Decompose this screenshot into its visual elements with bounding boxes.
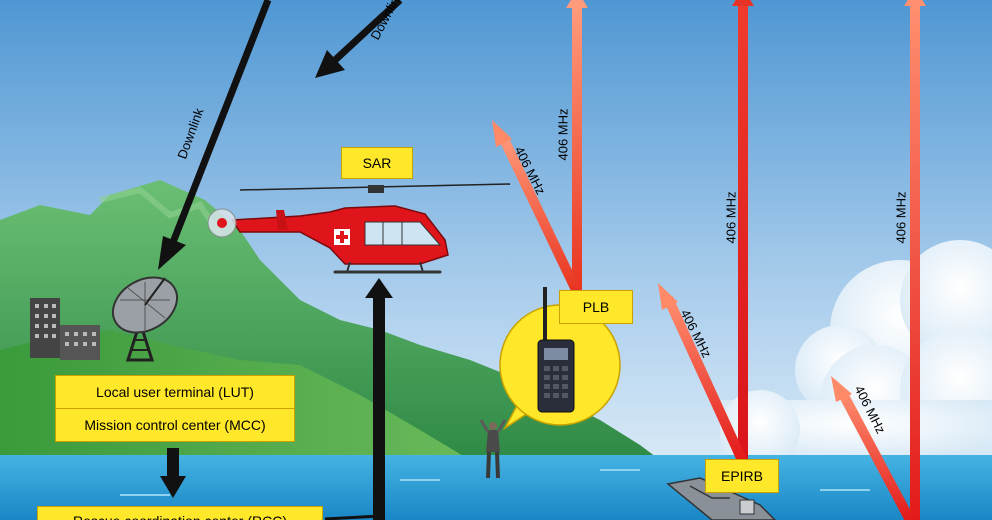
mcc-label: Mission control center (MCC)	[55, 408, 295, 442]
right-vertical-label: 406 MHz	[893, 191, 909, 244]
rcc-to-sar-arrow	[324, 278, 393, 520]
lut-label: Local user terminal (LUT)	[55, 375, 295, 409]
radio-beacon-icon	[537, 287, 575, 413]
rcc-label: Rescue coordination center (RCC)	[37, 506, 323, 520]
helicopter-icon	[207, 183, 511, 274]
plb-diagonal-signal	[492, 120, 582, 295]
mcc-to-rcc-arrow	[160, 448, 186, 498]
sar-label: SAR	[341, 147, 413, 179]
buildings-icon	[30, 298, 100, 360]
plb-vertical-signal	[566, 0, 588, 292]
epirb-vertical-signal	[732, 0, 754, 460]
downlink-top-arrow	[315, 0, 403, 78]
right-diagonal-signal	[831, 376, 915, 520]
ship-icon	[666, 477, 777, 520]
satellite-dish-icon	[112, 276, 178, 362]
epirb-label: EPIRB	[705, 459, 779, 493]
right-vertical-signal	[904, 0, 926, 520]
plb-label: PLB	[559, 290, 633, 324]
plb-callout	[499, 287, 621, 431]
plb-vertical-label: 406 MHz	[555, 108, 571, 161]
epirb-vertical-label: 406 MHz	[723, 191, 739, 244]
epirb-diagonal-signal	[658, 283, 747, 463]
downlink-left-arrow	[158, 0, 272, 270]
survivor-icon	[479, 419, 507, 479]
